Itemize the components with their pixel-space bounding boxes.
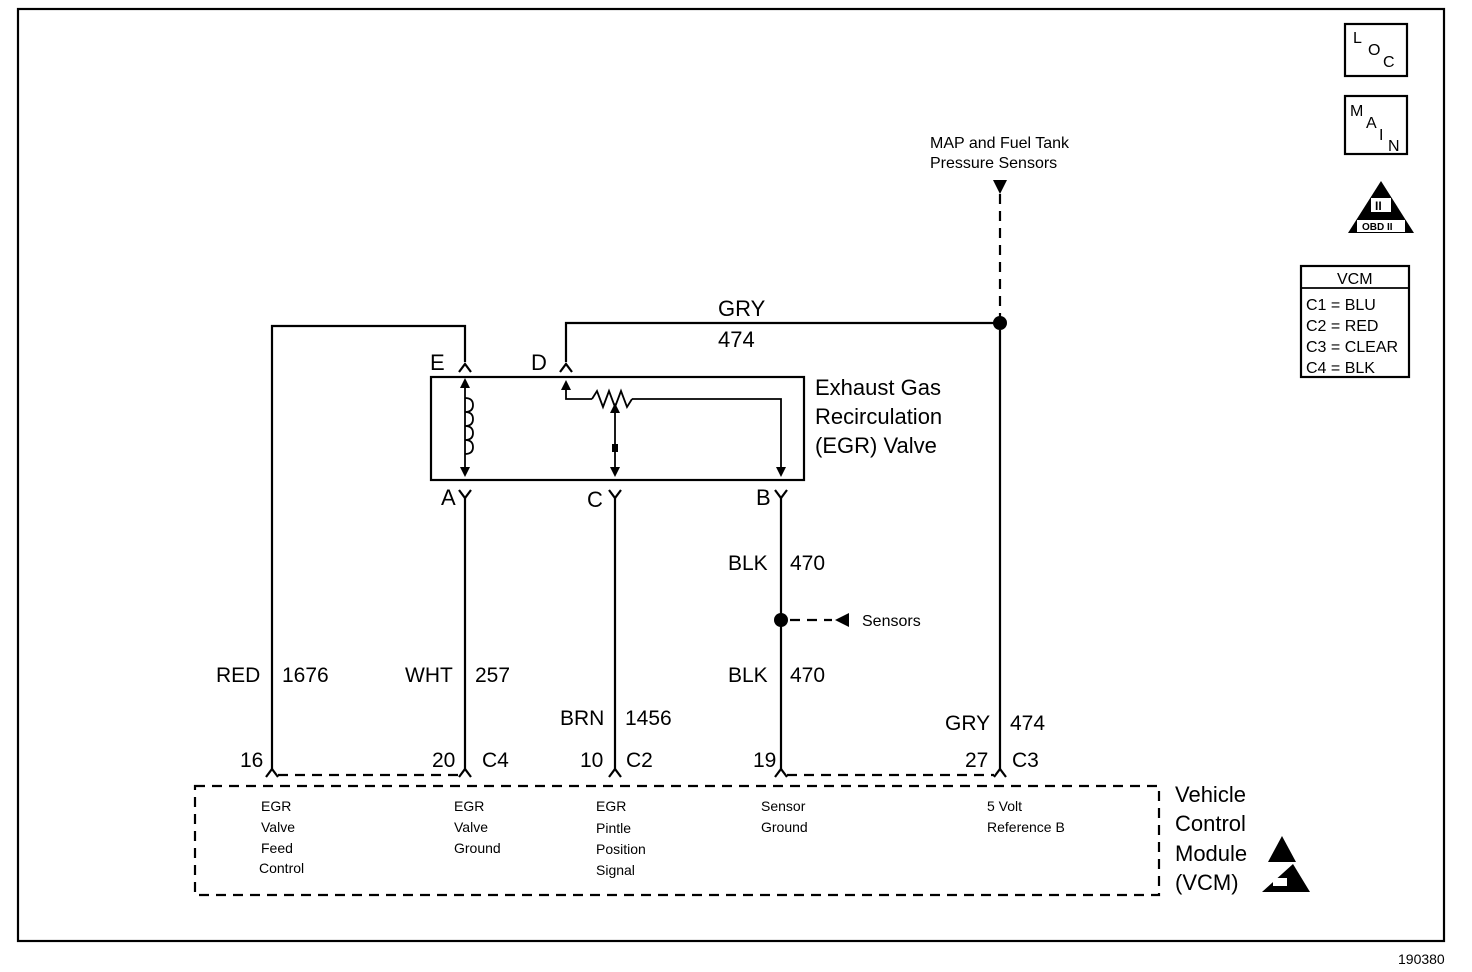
egr-pin-b: B xyxy=(756,485,771,510)
sensors-label: Sensors xyxy=(862,613,921,630)
svg-text:EGR: EGR xyxy=(454,798,484,814)
main-icon[interactable]: M A I N xyxy=(1343,94,1409,156)
vcm-pin-16: 16 xyxy=(240,749,263,772)
wire-circuit-1456: 1456 xyxy=(625,707,672,730)
esd-warning-icon xyxy=(1268,836,1296,862)
vcm-name-line4: (VCM) xyxy=(1175,870,1239,895)
wire-color-blk-upper: BLK xyxy=(728,552,768,575)
egr-valve xyxy=(429,362,806,500)
svg-text:OBD II: OBD II xyxy=(1362,222,1393,233)
obd-ii-icon[interactable]: II OBD II xyxy=(1348,181,1414,233)
wire-circuit-1676: 1676 xyxy=(282,664,329,687)
svg-text:Valve: Valve xyxy=(454,819,488,835)
egr-pin-c: C xyxy=(587,487,603,512)
map-sensor-label-line1: MAP and Fuel Tank xyxy=(930,135,1070,152)
vcm-function-5-volt-reference-b: 5 Volt Reference B xyxy=(987,798,1065,835)
svg-text:Ground: Ground xyxy=(761,819,808,835)
egr-pin-e: E xyxy=(430,350,445,375)
svg-text:A: A xyxy=(1366,115,1377,132)
svg-text:Signal: Signal xyxy=(596,862,635,878)
legend-row: C3 = CLEAR xyxy=(1306,339,1398,356)
vcm-connector-c4: C4 xyxy=(482,749,509,772)
vcm-connector-legend: VCM C1 = BLU C2 = RED C3 = CLEAR C4 = BL… xyxy=(1299,264,1411,379)
legend-row: C2 = RED xyxy=(1306,318,1378,335)
vcm-connector-c2: C2 xyxy=(626,749,653,772)
top-wire-color: GRY xyxy=(718,296,766,321)
splice-gry-474 xyxy=(993,316,1007,330)
svg-text:M: M xyxy=(1350,103,1363,120)
svg-text:Control: Control xyxy=(259,860,304,876)
egr-valve-name-line2: Recirculation xyxy=(815,404,942,429)
vcm-pin-10: 10 xyxy=(580,749,603,772)
vcm-connector-c3: C3 xyxy=(1012,749,1039,772)
wire-color-gry: GRY xyxy=(945,712,990,735)
vcm-function-egr-pintle-position-signal: EGR Pintle Position Signal xyxy=(596,798,646,878)
esd-hand-icon xyxy=(1262,864,1310,892)
loc-icon[interactable]: L O C xyxy=(1343,22,1409,78)
svg-text:II: II xyxy=(1375,199,1382,213)
splice-blk-470 xyxy=(774,613,788,627)
svg-text:EGR: EGR xyxy=(596,798,626,814)
wire-circuit-470-upper: 470 xyxy=(790,552,825,575)
svg-text:Feed: Feed xyxy=(261,840,293,856)
svg-text:I: I xyxy=(1379,127,1383,144)
diagram-number: 190380 xyxy=(1398,951,1445,967)
sensors-arrow xyxy=(835,613,849,627)
top-wire-circuit: 474 xyxy=(718,327,755,352)
svg-text:C: C xyxy=(1383,54,1395,71)
wire-color-blk-lower: BLK xyxy=(728,664,768,687)
wire-circuit-257: 257 xyxy=(475,664,510,687)
legend-row: C4 = BLK xyxy=(1306,360,1375,377)
svg-text:Sensor: Sensor xyxy=(761,798,806,814)
gry-474-top-wire xyxy=(564,321,1000,362)
vcm-function-egr-valve-feed-control: EGR Valve Feed Control xyxy=(259,798,304,876)
wire-color-wht: WHT xyxy=(405,664,453,687)
legend-row: C1 = BLU xyxy=(1306,297,1376,314)
vcm-name-line3: Module xyxy=(1175,841,1247,866)
egr-valve-name-line1: Exhaust Gas xyxy=(815,375,941,400)
egr-valve-name-line3: (EGR) Valve xyxy=(815,433,937,458)
diagram-frame xyxy=(16,7,1446,943)
vcm-pin-connectors xyxy=(265,767,1007,778)
legend-title: VCM xyxy=(1337,271,1373,288)
svg-text:Valve: Valve xyxy=(261,819,295,835)
svg-text:Position: Position xyxy=(596,841,646,857)
svg-text:5 Volt: 5 Volt xyxy=(987,798,1022,814)
svg-text:Reference B: Reference B xyxy=(987,819,1065,835)
egr-pin-d: D xyxy=(531,350,547,375)
svg-text:EGR: EGR xyxy=(261,798,291,814)
vcm-name-line2: Control xyxy=(1175,811,1246,836)
map-sensor-label-line2: Pressure Sensors xyxy=(930,155,1057,172)
svg-text:Pintle: Pintle xyxy=(596,820,631,836)
wire-circuit-470-lower: 470 xyxy=(790,664,825,687)
vcm-pin-19: 19 xyxy=(753,749,776,772)
red-1676-wire xyxy=(270,324,467,770)
vcm-pin-27: 27 xyxy=(965,749,988,772)
vcm-function-egr-valve-ground: EGR Valve Ground xyxy=(454,798,501,856)
svg-text:L: L xyxy=(1353,30,1362,47)
vcm-name-line1: Vehicle xyxy=(1175,782,1246,807)
wire-circuit-474: 474 xyxy=(1010,712,1045,735)
vcm-module-box xyxy=(193,784,1161,897)
vcm-function-sensor-ground: Sensor Ground xyxy=(761,798,808,835)
map-sensor-arrow xyxy=(993,180,1007,194)
vcm-pin-20: 20 xyxy=(432,749,455,772)
svg-text:Ground: Ground xyxy=(454,840,501,856)
svg-text:N: N xyxy=(1388,138,1400,155)
wire-color-brn: BRN xyxy=(560,707,604,730)
wire-color-red: RED xyxy=(216,664,260,687)
svg-text:O: O xyxy=(1368,42,1380,59)
egr-pin-a: A xyxy=(441,485,456,510)
